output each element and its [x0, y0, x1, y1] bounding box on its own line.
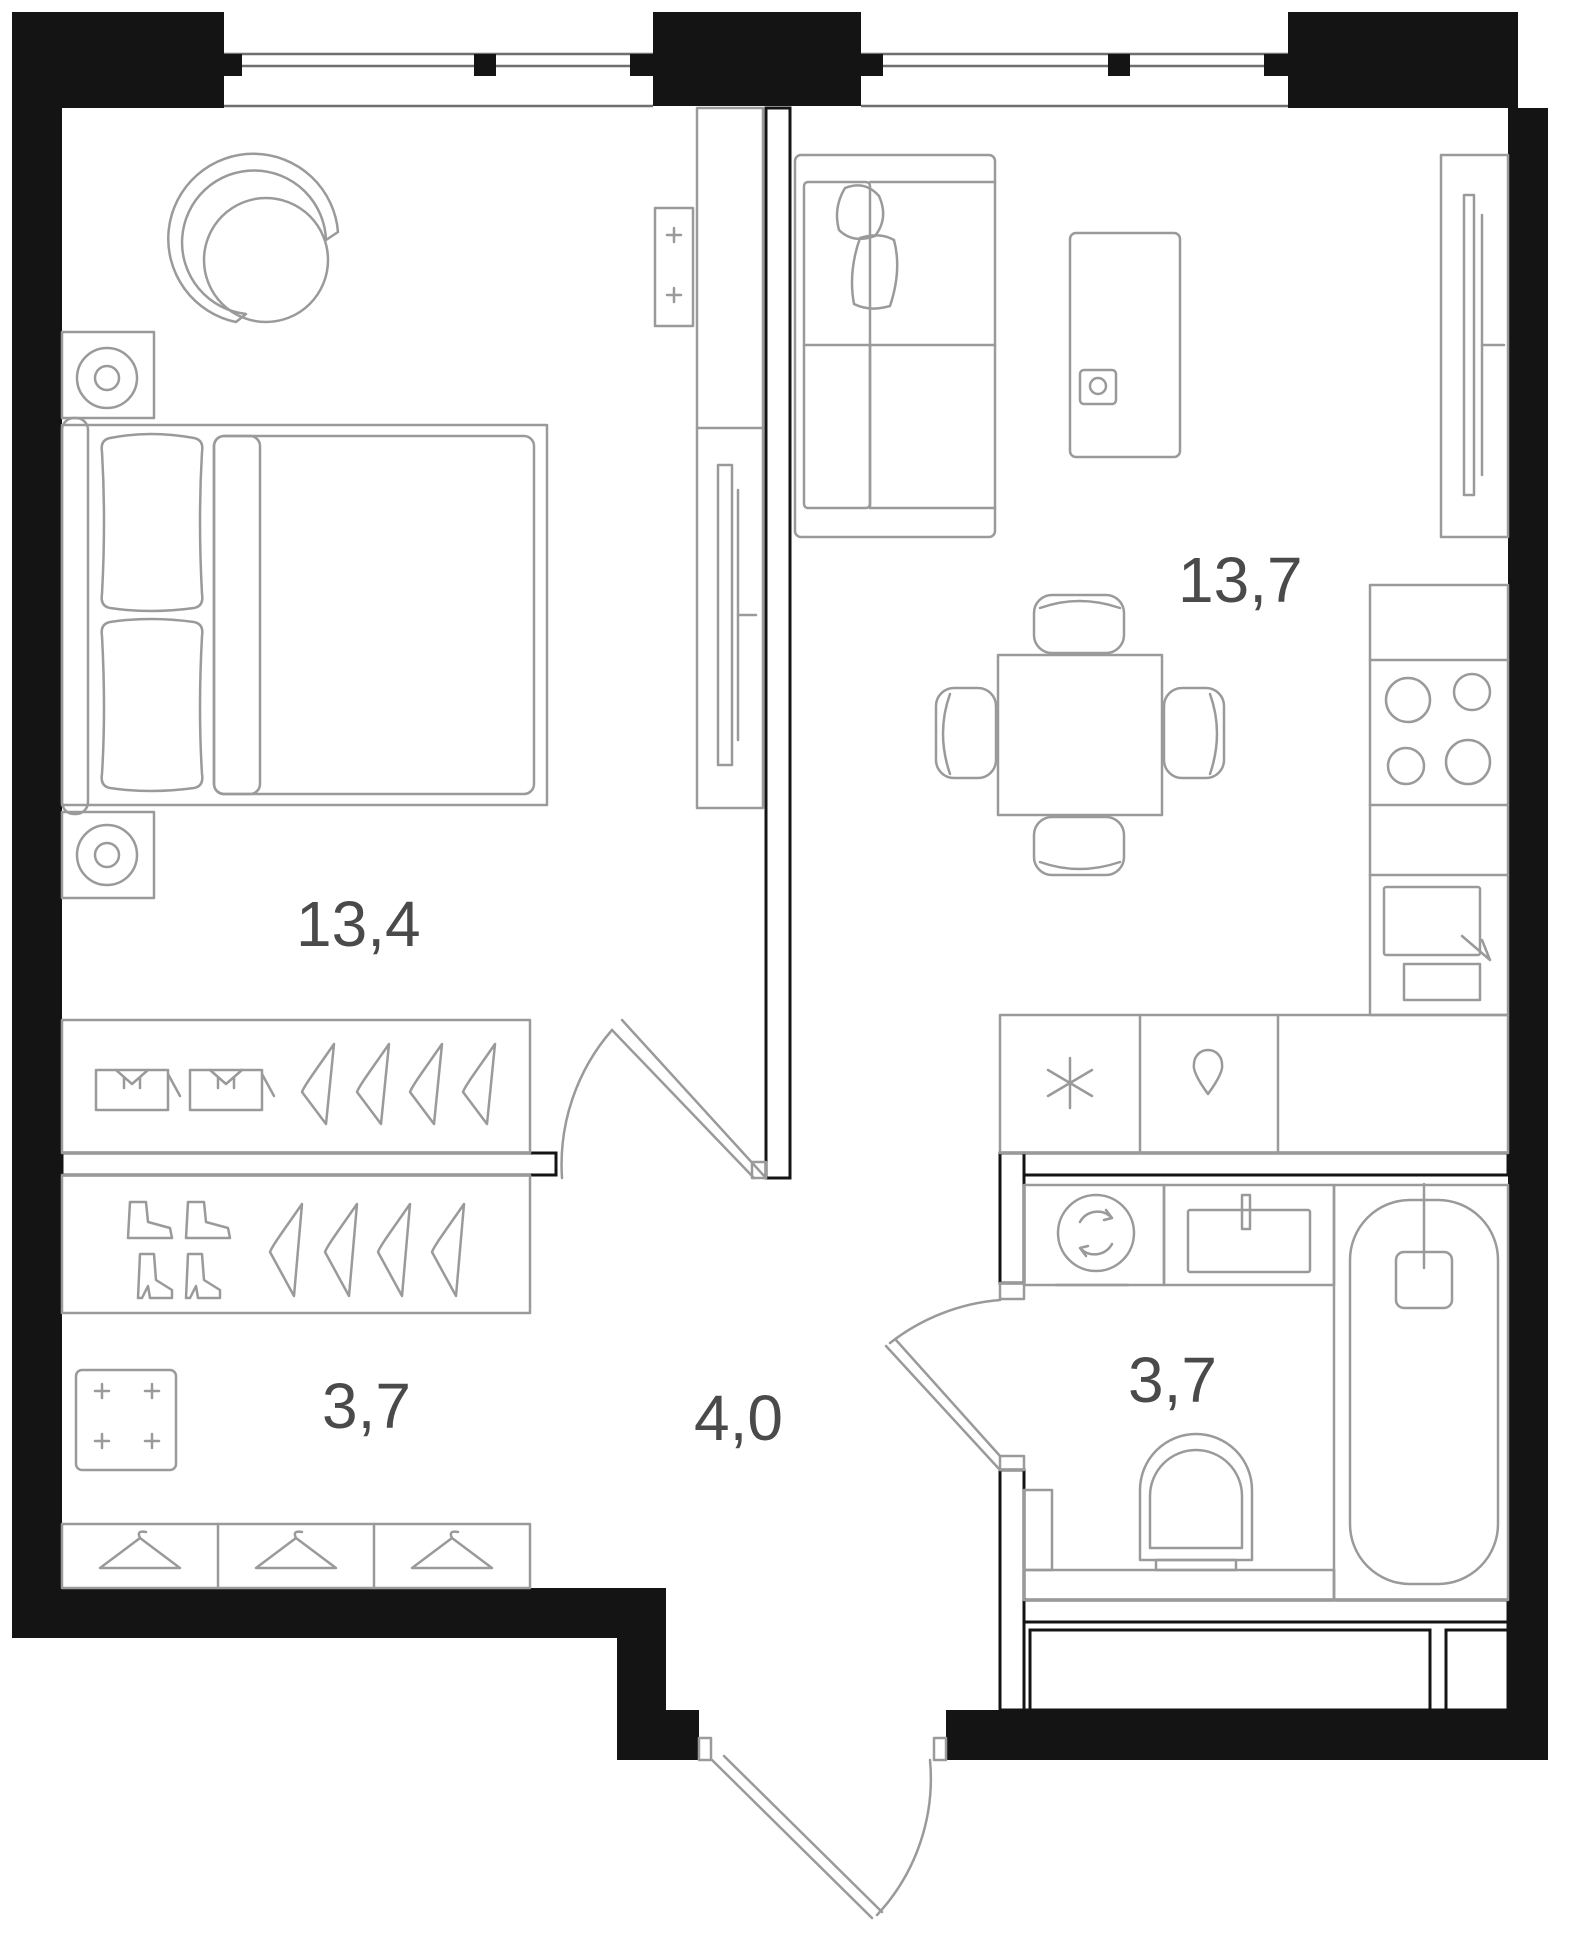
toilet-icon: [1022, 1432, 1336, 1602]
window-bedroom: [224, 52, 653, 108]
nightstand-bottom-icon: [60, 810, 156, 900]
hanger-icon: [430, 1202, 466, 1298]
wall-bottom-right: [946, 1710, 1548, 1760]
door-bathroom: [884, 1281, 1026, 1472]
socket-icon: [653, 206, 695, 328]
washing-machine-icon: [1022, 1183, 1166, 1287]
dishwasher-icon: [1192, 1048, 1224, 1096]
bedroom-closet: [60, 1018, 532, 1155]
wall-top-right: [1288, 12, 1518, 108]
living-furniture: 13,7: [793, 153, 1510, 1155]
wall-right: [1508, 108, 1548, 1760]
window-living: [861, 52, 1288, 108]
folded-shirt-icon: [188, 1068, 264, 1112]
door-entrance: [697, 1736, 948, 1920]
hanger-icon: [268, 1202, 304, 1298]
hanger-icon: [355, 1042, 391, 1126]
partition-bedroom-wardrobe: [60, 1151, 558, 1177]
room-area-bedroom: 13,4: [296, 888, 421, 960]
doors: [560, 1018, 1026, 1920]
hallway-shelf: [60, 1522, 532, 1590]
hanger-icon: [300, 1042, 336, 1126]
partition-bath-bottom: [1022, 1598, 1510, 1624]
armchair-icon: [167, 152, 340, 324]
wall-top-mid: [653, 12, 861, 106]
boot-icon: [126, 1200, 232, 1300]
room-area-bathroom: 3,7: [1128, 1344, 1217, 1416]
partition-bath-left-lower: [998, 1468, 1026, 1712]
hanger-icon: [376, 1202, 412, 1298]
hanger-icon: [254, 1530, 338, 1570]
bathroom-furniture: 3,7: [1022, 1182, 1510, 1712]
room-area-wardrobe: 3,7: [322, 1370, 411, 1442]
wall-left: [12, 108, 62, 1638]
dining-table-icon: [934, 593, 1226, 877]
kitchen-lower-cabinets: [998, 1013, 1510, 1155]
tv-icon: [1439, 153, 1510, 539]
nightstand-top-icon: [60, 330, 156, 420]
tv-icon: [716, 463, 758, 767]
hanger-icon: [323, 1202, 359, 1298]
bedroom-furniture: 13,4: [60, 106, 765, 1155]
electrical-panel-icon: [74, 1368, 178, 1472]
windows: [224, 52, 1288, 108]
wall-top-left: [12, 12, 224, 108]
fridge-icon: [1046, 1056, 1094, 1110]
room-area-living: 13,7: [1178, 544, 1303, 616]
partition-bath-left-upper: [998, 1151, 1026, 1285]
hanger-icon: [98, 1530, 182, 1570]
washbasin-icon: [1162, 1183, 1336, 1287]
folded-shirt-icon: [94, 1068, 170, 1112]
hanger-icon: [410, 1530, 494, 1570]
wall-bottom-left: [12, 1588, 666, 1638]
wall-bottom-stub: [617, 1710, 699, 1760]
cooktop-icon: [1384, 672, 1492, 786]
partition-bath-top: [998, 1151, 1510, 1177]
wardrobe-furniture: 3,7: [60, 1173, 532, 1590]
sofa-icon: [793, 153, 997, 539]
utility-closets: [1022, 1620, 1510, 1712]
outer-walls: [12, 12, 1548, 1760]
partitions: [60, 106, 1510, 1712]
room-area-hallway: 4,0: [694, 1382, 783, 1454]
coffee-table-icon: [1068, 231, 1182, 459]
door-bedroom: [560, 1018, 768, 1180]
bed-icon: [60, 416, 549, 816]
hanger-icon: [461, 1042, 497, 1126]
hanger-icon: [408, 1042, 444, 1126]
bathtub-icon: [1332, 1182, 1510, 1602]
wardrobe-panel: [695, 106, 765, 810]
sink-icon: [1382, 885, 1492, 1002]
partition-bedroom-living: [764, 106, 792, 1180]
